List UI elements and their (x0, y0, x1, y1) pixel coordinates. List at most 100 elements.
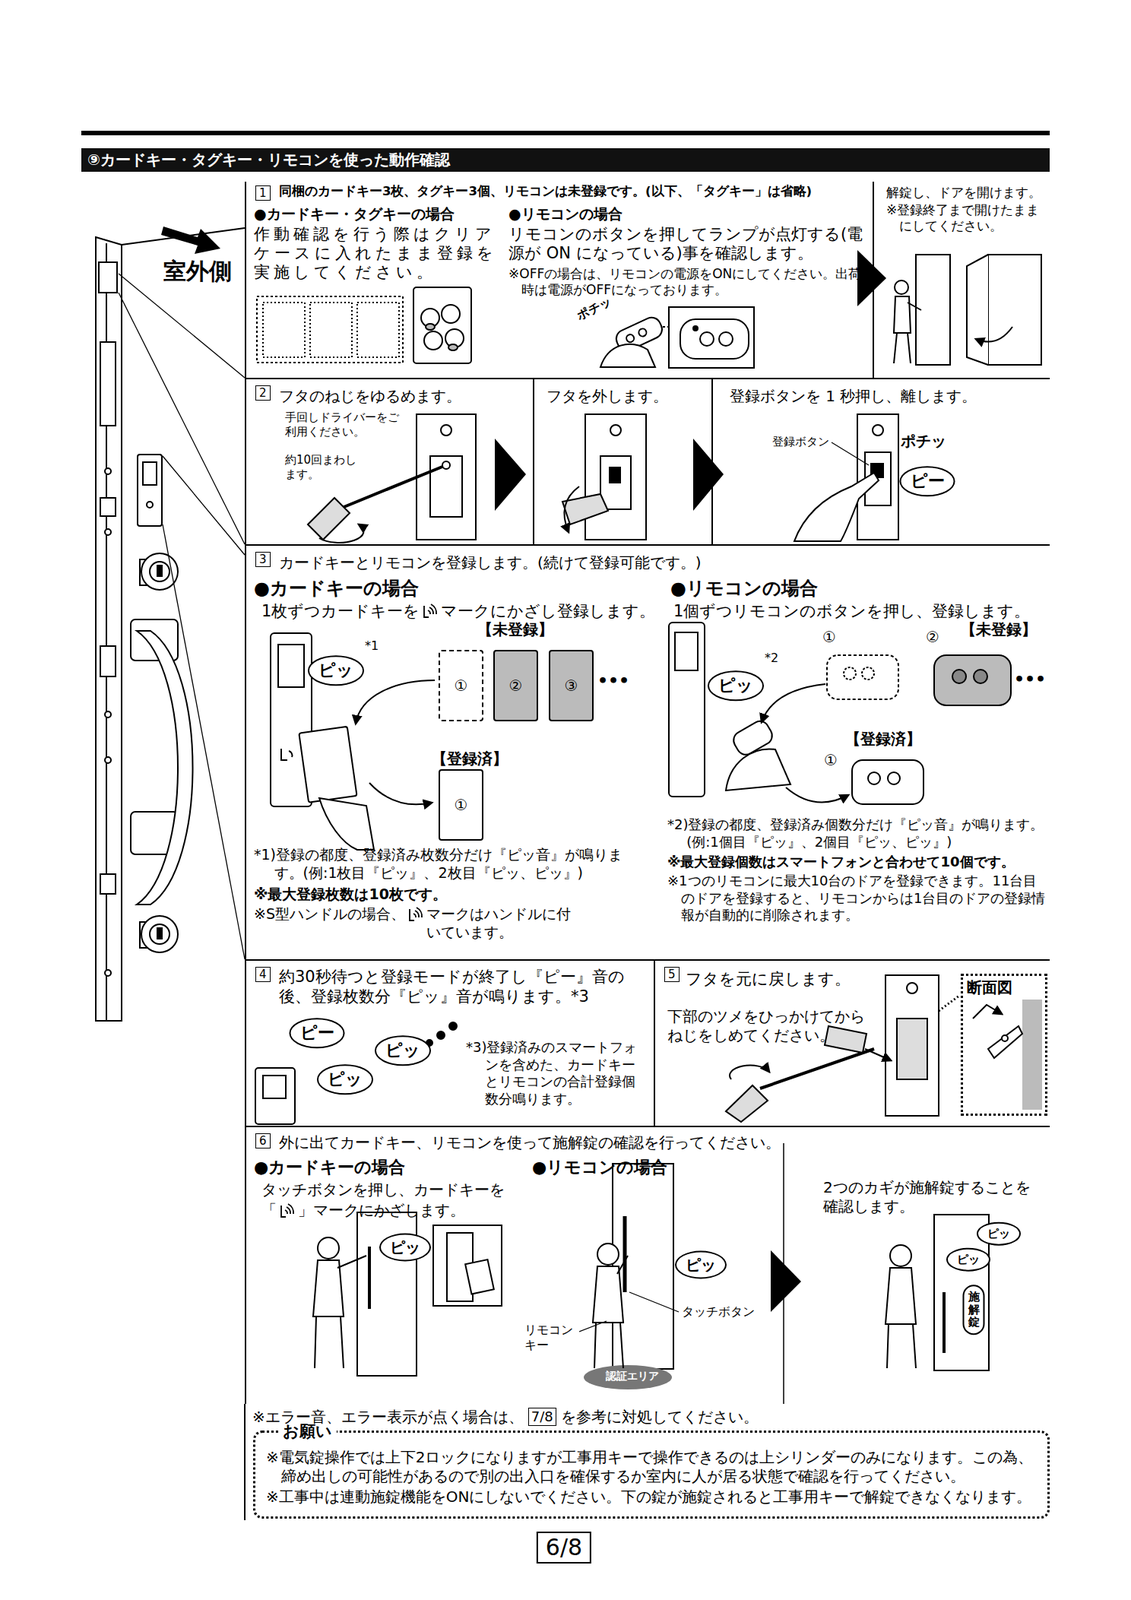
sound-text: ピー (300, 1022, 335, 1044)
instruction-text: ●リモコンの場合 (532, 1156, 668, 1179)
instruction-text: フタを元に戻します。 (685, 969, 851, 989)
sound-bubble: ピー (289, 1017, 346, 1049)
instruction-text: *3)登録済みのスマートフォンを含めた、カードキーとリモコンの合計登録個数分鳴り… (465, 1039, 647, 1108)
step1-illustrations (256, 287, 754, 368)
status-label: 【未登録】 (477, 620, 554, 640)
instruction-text: フタのねじをゆるめます。 (278, 386, 462, 406)
flow-triangle (857, 250, 887, 307)
sound-text: ピッ (327, 1068, 363, 1090)
ellipsis-mark: ••• (1013, 668, 1046, 691)
flow-triangle (770, 1250, 802, 1312)
outdoor-arrow (161, 226, 221, 254)
status-label: 【登録済】 (431, 749, 508, 769)
error-note: ※エラー音、エラー表示が点く場合は、 (252, 1407, 524, 1427)
step-panel: カードキーとリモコンを登録します。(続けて登録可能です。)●カードキーの場合1枚… (244, 544, 1050, 960)
sound-bubble: ピッ (374, 1035, 431, 1066)
margin-rule (243, 1403, 246, 1521)
card-number: ① (454, 676, 469, 696)
card-key: ② (493, 649, 539, 722)
flow-triangle (693, 438, 724, 511)
door-edge-illustration (95, 228, 245, 1021)
section-title: ⑨カードキー・タグキー・リモコンを使った動作確認 (81, 148, 1050, 172)
card-number: ① (454, 795, 469, 815)
request-text: ※電気錠操作では上下2ロックになりますが工事用キーで操作できるのは上シリンダーの… (266, 1447, 1042, 1486)
footnote-mark: *2 (764, 650, 779, 666)
part-name: リモコンキー (524, 1322, 578, 1353)
request-box: お願い※電気錠操作では上下2ロックになりますが工事用キーで操作できるのは上シリン… (253, 1430, 1050, 1519)
step-number: 4 (255, 966, 271, 983)
step-number-text: 4 (259, 967, 267, 982)
step-number-text: 5 (668, 967, 676, 982)
touch-mark (421, 602, 439, 620)
instruction-text: ●カードキーの場合 (253, 1156, 406, 1179)
instruction-text: 下部のツメをひっかけてからねじをしめてください。 (667, 1007, 869, 1046)
step-number: 3 (255, 551, 271, 568)
status-label: 【登録済】 (845, 729, 922, 749)
sound-bubble: ピー (899, 465, 956, 497)
instruction-text: 外に出てカードキー、リモコンを使って施解錠の確認を行ってください。 (278, 1133, 781, 1153)
open-door-illustration (893, 254, 1042, 365)
instruction-text: *1)登録の都度、登録済み枚数分だけ『ピッ音』が鳴ります。(例:1枚目『ピッ』、… (253, 845, 646, 883)
instruction-text: ※OFFの場合は、リモコンの電源をONにしてください。出荷時は電源がOFFになっ… (508, 266, 866, 299)
sound-text: ピッ (987, 1226, 1011, 1242)
instruction-text: *2)登録の都度、登録済み個数分だけ『ピッ音』が鳴ります。(例:1個目『ピッ』、… (667, 816, 1052, 851)
instruction-text: 約30秒待つと登録モードが終了し『ピー』音の後、登録枚数分『ピッ』音が鳴ります。… (278, 966, 637, 1008)
step-panel: 約30秒待つと登録モードが終了し『ピー』音の後、登録枚数分『ピッ』音が鳴ります。… (244, 959, 654, 1126)
page-ref-box: 7/8 (528, 1407, 557, 1426)
touch-mark (407, 906, 425, 923)
instruction-text: ※最大登録個数はスマートフォンと合わせて10個です。 (667, 853, 1015, 872)
sound-text: ピッ (389, 1238, 421, 1258)
step-number-text: 6 (259, 1134, 267, 1148)
part-name: 登録ボタン (772, 434, 830, 450)
page-ref: 7/8 (531, 1408, 554, 1426)
sound-text: ピッ (685, 1255, 716, 1275)
sound-bubble: ピッ (316, 1064, 374, 1095)
sound-word: ポチッ (900, 431, 947, 451)
callout-number: ② (925, 627, 940, 647)
step-panel: 解錠し、ドアを開けます。※登録終了まで開けたままにしてください。 (872, 181, 1050, 378)
instruction-text: ●カードキーの場合 (253, 576, 419, 600)
callout-number: ① (823, 750, 838, 770)
instruction-text: カードキーとリモコンを登録します。(続けて登録可能です。) (278, 553, 702, 573)
view-title: 断面図 (966, 978, 1042, 998)
instruction-text: ●リモコンの場合 (508, 205, 623, 224)
instruction-text: 作動確認を行う際はクリアケースに入れたまま登録を実施してください。 (253, 224, 505, 282)
section-view-box: 断面図 (960, 973, 1048, 1116)
card-number: ③ (564, 676, 579, 696)
sound-text: ピー (910, 470, 945, 492)
step-panel: 外に出てカードキー、リモコンを使って施解錠の確認を行ってください。 ●カードキーの… (244, 1125, 1050, 1404)
request-text: ※工事中は連動施錠機能をONにしないでください。下の錠が施錠されると工事用キーで… (266, 1487, 1042, 1507)
instruction-text: タッチボタンを押し、カードキーを (261, 1180, 505, 1200)
instruction-text: ※S型ハンドルの場合、 (253, 905, 406, 924)
instruction-text: 2つのカギが施解錠することを確認します。 (823, 1178, 1044, 1217)
side-label: 室外側 (163, 256, 232, 286)
sound-bubble: ピッ (674, 1251, 727, 1280)
step-number: 1 (255, 185, 271, 201)
step-number: 6 (255, 1133, 271, 1149)
zoom-leader-lines (118, 273, 245, 960)
instruction-text: ※1つのリモコンに最大10台のドアを登録できます。11台目のドアを登録すると、リ… (667, 872, 1048, 925)
step-number-text: 2 (259, 386, 267, 400)
area-label: 認証エリア (605, 1369, 659, 1384)
instruction-text: 同梱のカードキー3枚、タグキー3個、リモコンは未登録です。(以下、「タグキー」は… (278, 183, 872, 200)
instruction-text: マークはハンドルに付いています。 (426, 905, 571, 942)
sound-text: ピッ (718, 674, 754, 697)
instruction-text: ●リモコンの場合 (670, 576, 818, 600)
callout-number: ① (822, 627, 837, 647)
footnote-mark: *1 (364, 638, 379, 654)
status-text: 施解錠 (968, 1290, 980, 1329)
card-key: ① (438, 769, 484, 841)
card-key: ① (438, 649, 484, 722)
part-name: タッチボタン (681, 1304, 755, 1320)
step2-illustrations (307, 414, 899, 543)
step-number: 5 (664, 966, 680, 983)
touch-mark (278, 1202, 296, 1220)
sound-text: ピッ (956, 1252, 980, 1268)
step-panel: 登録ボタンを 1 秒押し、離します。ピー (711, 377, 1050, 545)
tool-note: 手回しドライバーをご利用ください。 (285, 410, 400, 440)
instruction-text: ※最大登録枚数は10枚です。 (253, 885, 447, 904)
step-panel: 同梱のカードキー3枚、タグキー3個、リモコンは未登録です。(以下、「タグキー」は… (244, 181, 873, 378)
sound-bubble: ピッ (379, 1233, 431, 1262)
instruction-text: ●カードキー・タグキーの場合 (253, 205, 455, 224)
error-note: を参考に対処してください。 (560, 1407, 759, 1427)
